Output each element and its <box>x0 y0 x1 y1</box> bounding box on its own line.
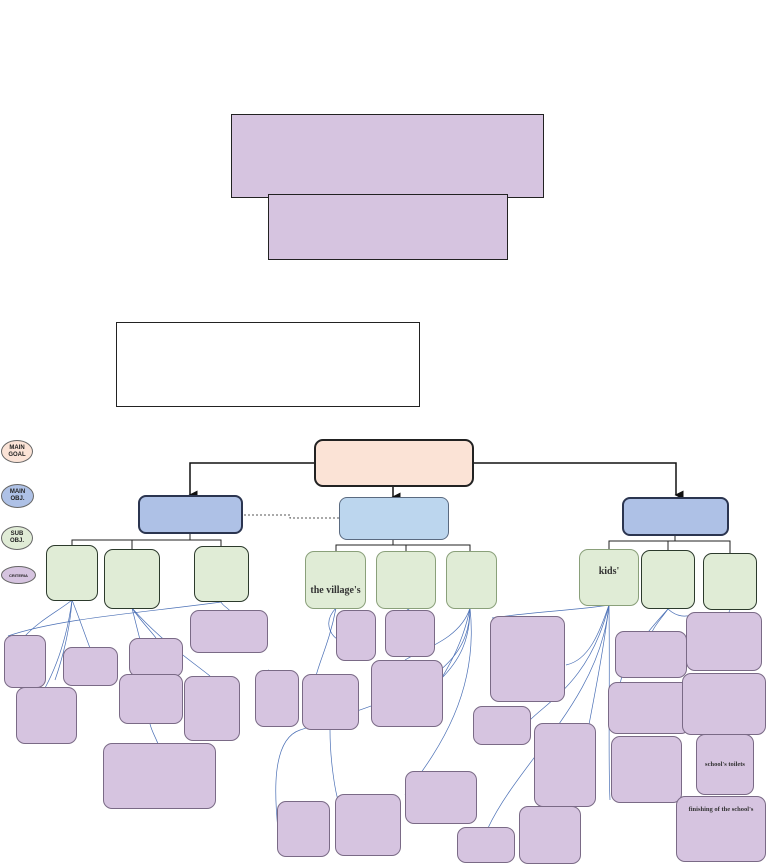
criterion-toilets: school's toilets <box>696 734 754 795</box>
subobjective-9 <box>703 553 757 610</box>
legend-main-goal: MAIN GOAL <box>1 440 33 463</box>
criterion-finishing-label: finishing of the school's <box>688 806 754 813</box>
criterion-box <box>519 806 581 864</box>
criterion-box <box>63 647 118 686</box>
criterion-box <box>611 736 682 803</box>
subobjective-2 <box>104 549 160 609</box>
legend-main-goal-label: MAIN GOAL <box>8 444 26 458</box>
criterion-box <box>371 660 443 727</box>
criterion-finishing: finishing of the school's <box>676 796 766 862</box>
criterion-box <box>615 631 687 678</box>
legend-criteria-label: CRITERIA <box>9 572 28 578</box>
legend-sub-obj: SUB OBJ. <box>1 526 33 550</box>
title-banner <box>231 114 544 198</box>
criterion-box <box>129 638 183 677</box>
criterion-box <box>302 674 359 730</box>
criterion-box <box>16 687 77 744</box>
legend-criteria: CRITERIA <box>1 566 36 584</box>
criterion-box <box>385 610 435 657</box>
criterion-box <box>336 610 376 661</box>
empty-text-box <box>116 322 420 407</box>
criterion-box <box>682 673 766 735</box>
subobjective-5 <box>376 551 436 609</box>
subobjective-village-label: the village's <box>310 584 361 596</box>
criterion-toilets-label: school's toilets <box>705 761 745 768</box>
criterion-box <box>190 610 268 653</box>
criterion-box <box>608 682 690 734</box>
main-objective-right <box>622 497 729 536</box>
criterion-box <box>4 635 46 688</box>
criterion-box <box>405 771 477 824</box>
main-goal-box <box>314 439 474 487</box>
subobjective-kids: kids' <box>579 549 639 606</box>
subobjective-6 <box>446 551 497 609</box>
subobjective-8 <box>641 550 695 609</box>
criterion-box <box>534 723 596 807</box>
legend-main-obj: MAIN OBJ. <box>1 484 34 508</box>
criterion-box <box>277 801 330 857</box>
criterion-box <box>119 674 183 724</box>
legend-sub-obj-label: SUB OBJ. <box>9 531 24 544</box>
criterion-box <box>686 612 762 671</box>
main-objective-center <box>339 497 449 540</box>
criterion-box <box>255 670 299 727</box>
subobjective-1 <box>46 545 98 601</box>
legend-main-obj-label: MAIN OBJ. <box>9 489 26 502</box>
subobjective-village: the village's <box>305 551 366 609</box>
subobjective-kids-label: kids' <box>598 566 620 577</box>
criterion-box <box>473 706 531 745</box>
criterion-box <box>490 616 565 702</box>
main-objective-left <box>138 495 243 534</box>
criterion-box <box>457 827 515 863</box>
criterion-box <box>335 794 401 856</box>
subtitle-banner <box>268 194 508 260</box>
criterion-box <box>184 676 240 741</box>
subobjective-3 <box>194 546 249 602</box>
criterion-box <box>103 743 216 809</box>
